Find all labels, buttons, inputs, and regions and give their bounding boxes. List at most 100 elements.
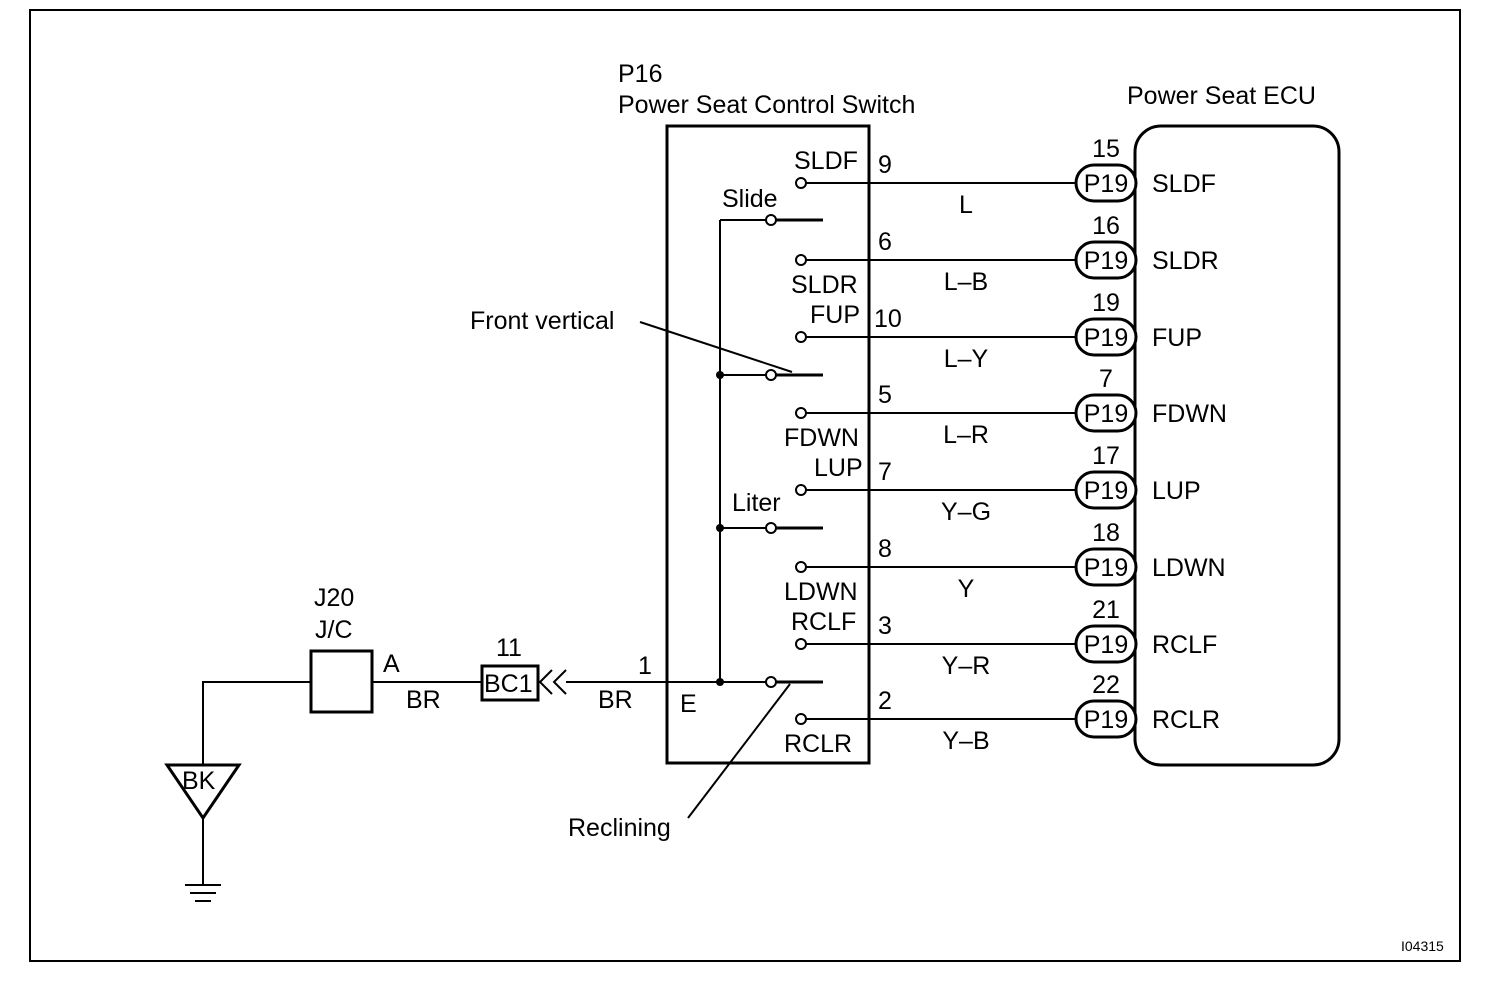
ecu-connector-p19 bbox=[1074, 624, 1138, 664]
switch-terminal-label: FDWN bbox=[784, 424, 859, 452]
ground-point-triangle bbox=[164, 763, 242, 821]
reclining-contact bbox=[720, 676, 823, 688]
ecu-connector-p19 bbox=[1074, 393, 1138, 433]
switch-terminal-label: FUP bbox=[810, 301, 860, 329]
front-vertical-contact bbox=[720, 369, 823, 381]
ecu-connector-label: P19 bbox=[1084, 631, 1128, 659]
wire-color-label: Y–B bbox=[942, 727, 989, 755]
switch-box bbox=[665, 124, 871, 765]
switch-pin-number: 9 bbox=[878, 151, 892, 179]
ecu-connector-p19 bbox=[1074, 317, 1138, 357]
diagram-frame bbox=[29, 9, 1461, 962]
switch-terminal-label: RCLR bbox=[784, 730, 852, 758]
ecu-connector-p19 bbox=[1074, 163, 1138, 203]
bc1-connector-arrows bbox=[538, 669, 567, 695]
ecu-connector-label: P19 bbox=[1084, 247, 1128, 275]
ecu-pin-number: 22 bbox=[1092, 671, 1120, 699]
switch-pin-number: 5 bbox=[878, 381, 892, 409]
ecu-pin-number: 21 bbox=[1092, 596, 1120, 624]
switch-terminal bbox=[795, 254, 807, 266]
ecu-terminal-label: RCLF bbox=[1152, 631, 1217, 659]
ecu-pin-number: 17 bbox=[1092, 442, 1120, 470]
switch-ground-pin: 1 bbox=[638, 652, 652, 680]
switch-terminal bbox=[795, 561, 807, 573]
switch-terminal bbox=[795, 331, 807, 343]
switch-pin-number: 3 bbox=[878, 612, 892, 640]
liter-contact bbox=[720, 522, 823, 534]
wire-color-br-right: BR bbox=[598, 686, 633, 714]
switch-pin-number: 2 bbox=[878, 687, 892, 715]
ecu-pin-number: 16 bbox=[1092, 212, 1120, 240]
switch-terminal-e: E bbox=[680, 690, 697, 718]
ecu-connector-label: P19 bbox=[1084, 554, 1128, 582]
ecu-connector-label: P19 bbox=[1084, 400, 1128, 428]
ecu-box bbox=[1133, 124, 1341, 767]
ecu-pin-number: 15 bbox=[1092, 135, 1120, 163]
bc1-label: BC1 bbox=[484, 670, 533, 698]
ecu-connector-p19 bbox=[1074, 547, 1138, 587]
ecu-connector-label: P19 bbox=[1084, 170, 1128, 198]
junction-connector-box bbox=[309, 649, 374, 714]
liter-label: Liter bbox=[732, 489, 781, 517]
switch-pin-number: 8 bbox=[878, 535, 892, 563]
wire-color-label: Y–R bbox=[942, 652, 991, 680]
switch-pin-number: 7 bbox=[878, 458, 892, 486]
switch-terminal bbox=[795, 638, 807, 650]
ecu-connector-label: P19 bbox=[1084, 706, 1128, 734]
front-vertical-leader bbox=[639, 321, 793, 373]
ground-symbol-icon bbox=[185, 884, 221, 902]
wire-color-label: L bbox=[959, 191, 973, 219]
wire-color-label: L–R bbox=[943, 421, 989, 449]
ground-point-label: BK bbox=[182, 767, 216, 795]
ecu-terminal-label: LDWN bbox=[1152, 554, 1226, 582]
switch-pin-number: 10 bbox=[874, 305, 902, 333]
switch-terminal bbox=[795, 713, 807, 725]
bc1-connector bbox=[480, 664, 540, 702]
ecu-terminal-label: RCLR bbox=[1152, 706, 1220, 734]
switch-pin-number: 6 bbox=[878, 228, 892, 256]
ecu-terminal-label: FDWN bbox=[1152, 400, 1227, 428]
switch-terminal bbox=[795, 177, 807, 189]
ecu-terminal-label: SLDR bbox=[1152, 247, 1219, 275]
ecu-pin-number: 19 bbox=[1092, 289, 1120, 317]
ecu-connector-p19 bbox=[1074, 470, 1138, 510]
switch-terminal-label: SLDR bbox=[791, 271, 858, 299]
wire-color-br-left: BR bbox=[406, 686, 441, 714]
ecu-pin-number: 18 bbox=[1092, 519, 1120, 547]
front-vertical-label: Front vertical bbox=[470, 307, 614, 335]
wire-color-label: Y bbox=[958, 575, 975, 603]
ecu-terminal-label: FUP bbox=[1152, 324, 1202, 352]
switch-terminal-label: LDWN bbox=[784, 578, 858, 606]
jc-name: J/C bbox=[315, 616, 353, 644]
switch-terminal bbox=[795, 484, 807, 496]
switch-title: Power Seat Control Switch bbox=[618, 91, 915, 119]
switch-terminal-label: SLDF bbox=[794, 147, 858, 175]
ecu-title: Power Seat ECU bbox=[1127, 82, 1316, 110]
ecu-pin-number: 7 bbox=[1099, 365, 1113, 393]
switch-id: P16 bbox=[618, 60, 662, 88]
ecu-connector-label: P19 bbox=[1084, 477, 1128, 505]
ecu-connector-p19 bbox=[1074, 699, 1138, 739]
ground-wire-jc-to-ground bbox=[202, 681, 311, 765]
ecu-terminal-label: LUP bbox=[1152, 477, 1201, 505]
switch-terminal-label: LUP bbox=[814, 454, 863, 482]
ecu-terminal-label: SLDF bbox=[1152, 170, 1216, 198]
switch-terminal-label: RCLF bbox=[791, 608, 856, 636]
reclining-leader bbox=[687, 683, 791, 819]
wire-color-label: L–B bbox=[944, 268, 988, 296]
jc-id: J20 bbox=[314, 584, 354, 612]
slide-contact bbox=[720, 214, 823, 226]
slide-label: Slide bbox=[722, 185, 778, 213]
jc-terminal-a: A bbox=[383, 650, 400, 678]
reclining-label: Reclining bbox=[568, 814, 671, 842]
